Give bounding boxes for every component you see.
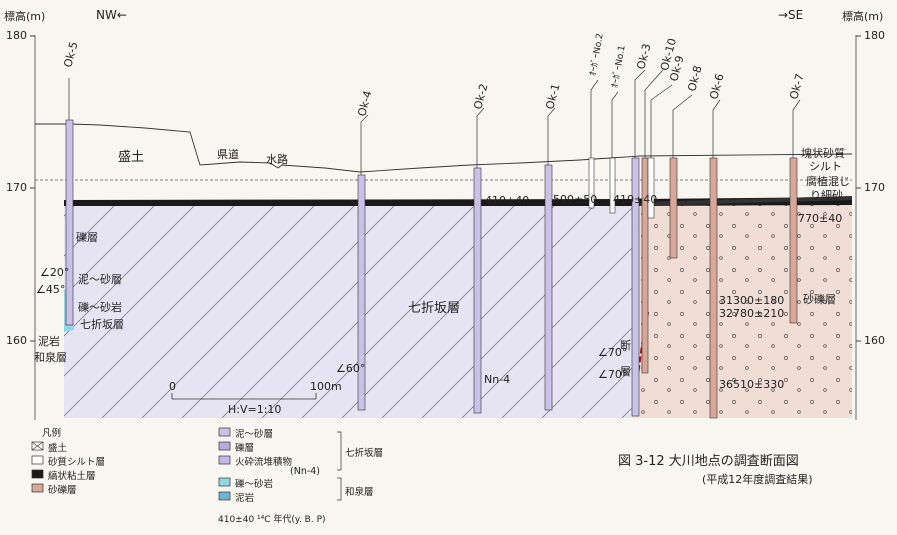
legend-group: 七折坂層 [345,448,384,459]
age-label: 410±40 [613,193,658,206]
legend-title: 凡例 [42,428,62,439]
block-silt-label-1: 塊状砂質 [801,147,845,160]
legend-item: 礫層 [235,443,255,454]
scale-ratio: H:V=1:10 [228,403,282,416]
nanaori-label: 七折坂層 [80,318,124,331]
right-tick-170: 170 [864,181,885,194]
legend-item: 砂礫層 [48,485,77,496]
humus-label-1: 腐植混じ [806,175,850,188]
sandy-gravel-label: 砂礫層 [803,293,836,306]
nanaori-center-label: 七折坂層 [408,301,461,316]
age-label: 770±40 [798,212,843,225]
humus-label-2: り細砂 [810,189,843,202]
scale-hundred: 100m [310,380,342,393]
right-tick-160: 160 [864,334,885,347]
legend-swatches [31,427,231,501]
dip-angle: ∠45° [36,283,66,296]
legend-item: 礫～砂岩 [235,479,274,490]
age-label: 410±40 [485,194,530,207]
left-tick-180: 180 [6,29,27,42]
age-label: 500±50 [553,193,598,206]
legend-item: 縞状粘土層 [48,471,96,482]
left-tick-160: 160 [6,334,27,347]
legend-item: (Nn-4) [290,466,321,477]
dip-angle: ∠60° [336,362,366,375]
legend-item: 盛土 [48,443,68,454]
age-label: 31300±180 [719,294,785,307]
waterway-label: 水路 [266,153,288,166]
age-label: 36510±330 [719,378,785,391]
legend-item: 砂質シルト層 [48,457,106,468]
right-axis-unit: 標高(m) [842,10,884,23]
dip-angle: ∠20° [40,266,70,279]
mud-sand-label: 泥～砂層 [78,273,122,286]
block-silt-label-2: シルト [809,160,842,173]
legend-group: 和泉層 [345,487,374,498]
direction-nw: NW← [96,8,127,22]
gravel-layer-label: 礫層 [76,231,98,244]
fill-profile [35,123,853,173]
scale-zero: 0 [169,380,176,393]
fault-label-2: 層 [620,365,631,378]
age-label: 32780±210 [719,307,785,320]
left-axis [30,35,36,420]
left-tick-170: 170 [6,181,27,194]
right-tick-180: 180 [864,29,885,42]
legend-item: 火砕流堆積物 [235,457,293,468]
legend-note: 410±40 ¹⁴C 年代(y. B. P) [218,515,326,525]
gravel-sandstone-label: 礫～砂岩 [78,301,122,314]
legend-item: 泥岩 [235,493,255,504]
nn4-label: Nn-4 [484,373,511,386]
boreholes [65,119,798,419]
fill-label: 盛土 [118,150,145,165]
left-axis-unit: 標高(m) [4,10,46,23]
izumi-label: 和泉層 [34,351,67,364]
legend-item: 泥～砂層 [235,429,274,440]
dip-angle: ∠70° [598,346,628,359]
figure-caption: 図 3-12 大川地点の調査断面図 [618,454,799,469]
mudstone-label: 泥岩 [38,335,60,348]
dip-angle: ∠70° [598,368,628,381]
road-label: 県道 [217,148,239,161]
fault-label-1: 断 [620,339,631,352]
scale-bar [171,393,317,400]
direction-se: →SE [778,8,804,22]
figure-subcaption: (平成12年度調査結果) [702,473,813,486]
right-axis [855,35,861,420]
